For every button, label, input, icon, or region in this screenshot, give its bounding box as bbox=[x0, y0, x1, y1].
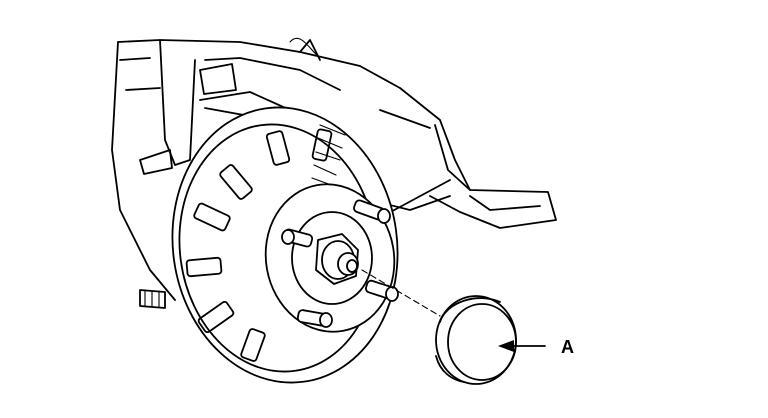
callout-a-leader bbox=[498, 340, 546, 352]
suspension-assembly bbox=[111, 37, 557, 309]
wheel-stud bbox=[281, 228, 314, 248]
disc-vent-slots bbox=[185, 128, 333, 362]
wheel-stud bbox=[296, 309, 333, 328]
alignment-line bbox=[361, 269, 441, 317]
callout-a-label: A bbox=[561, 337, 574, 357]
hub-dust-cap bbox=[435, 295, 517, 385]
hub-nut bbox=[315, 233, 359, 285]
wheel-stud bbox=[353, 199, 391, 224]
wheel-stud bbox=[365, 279, 399, 302]
